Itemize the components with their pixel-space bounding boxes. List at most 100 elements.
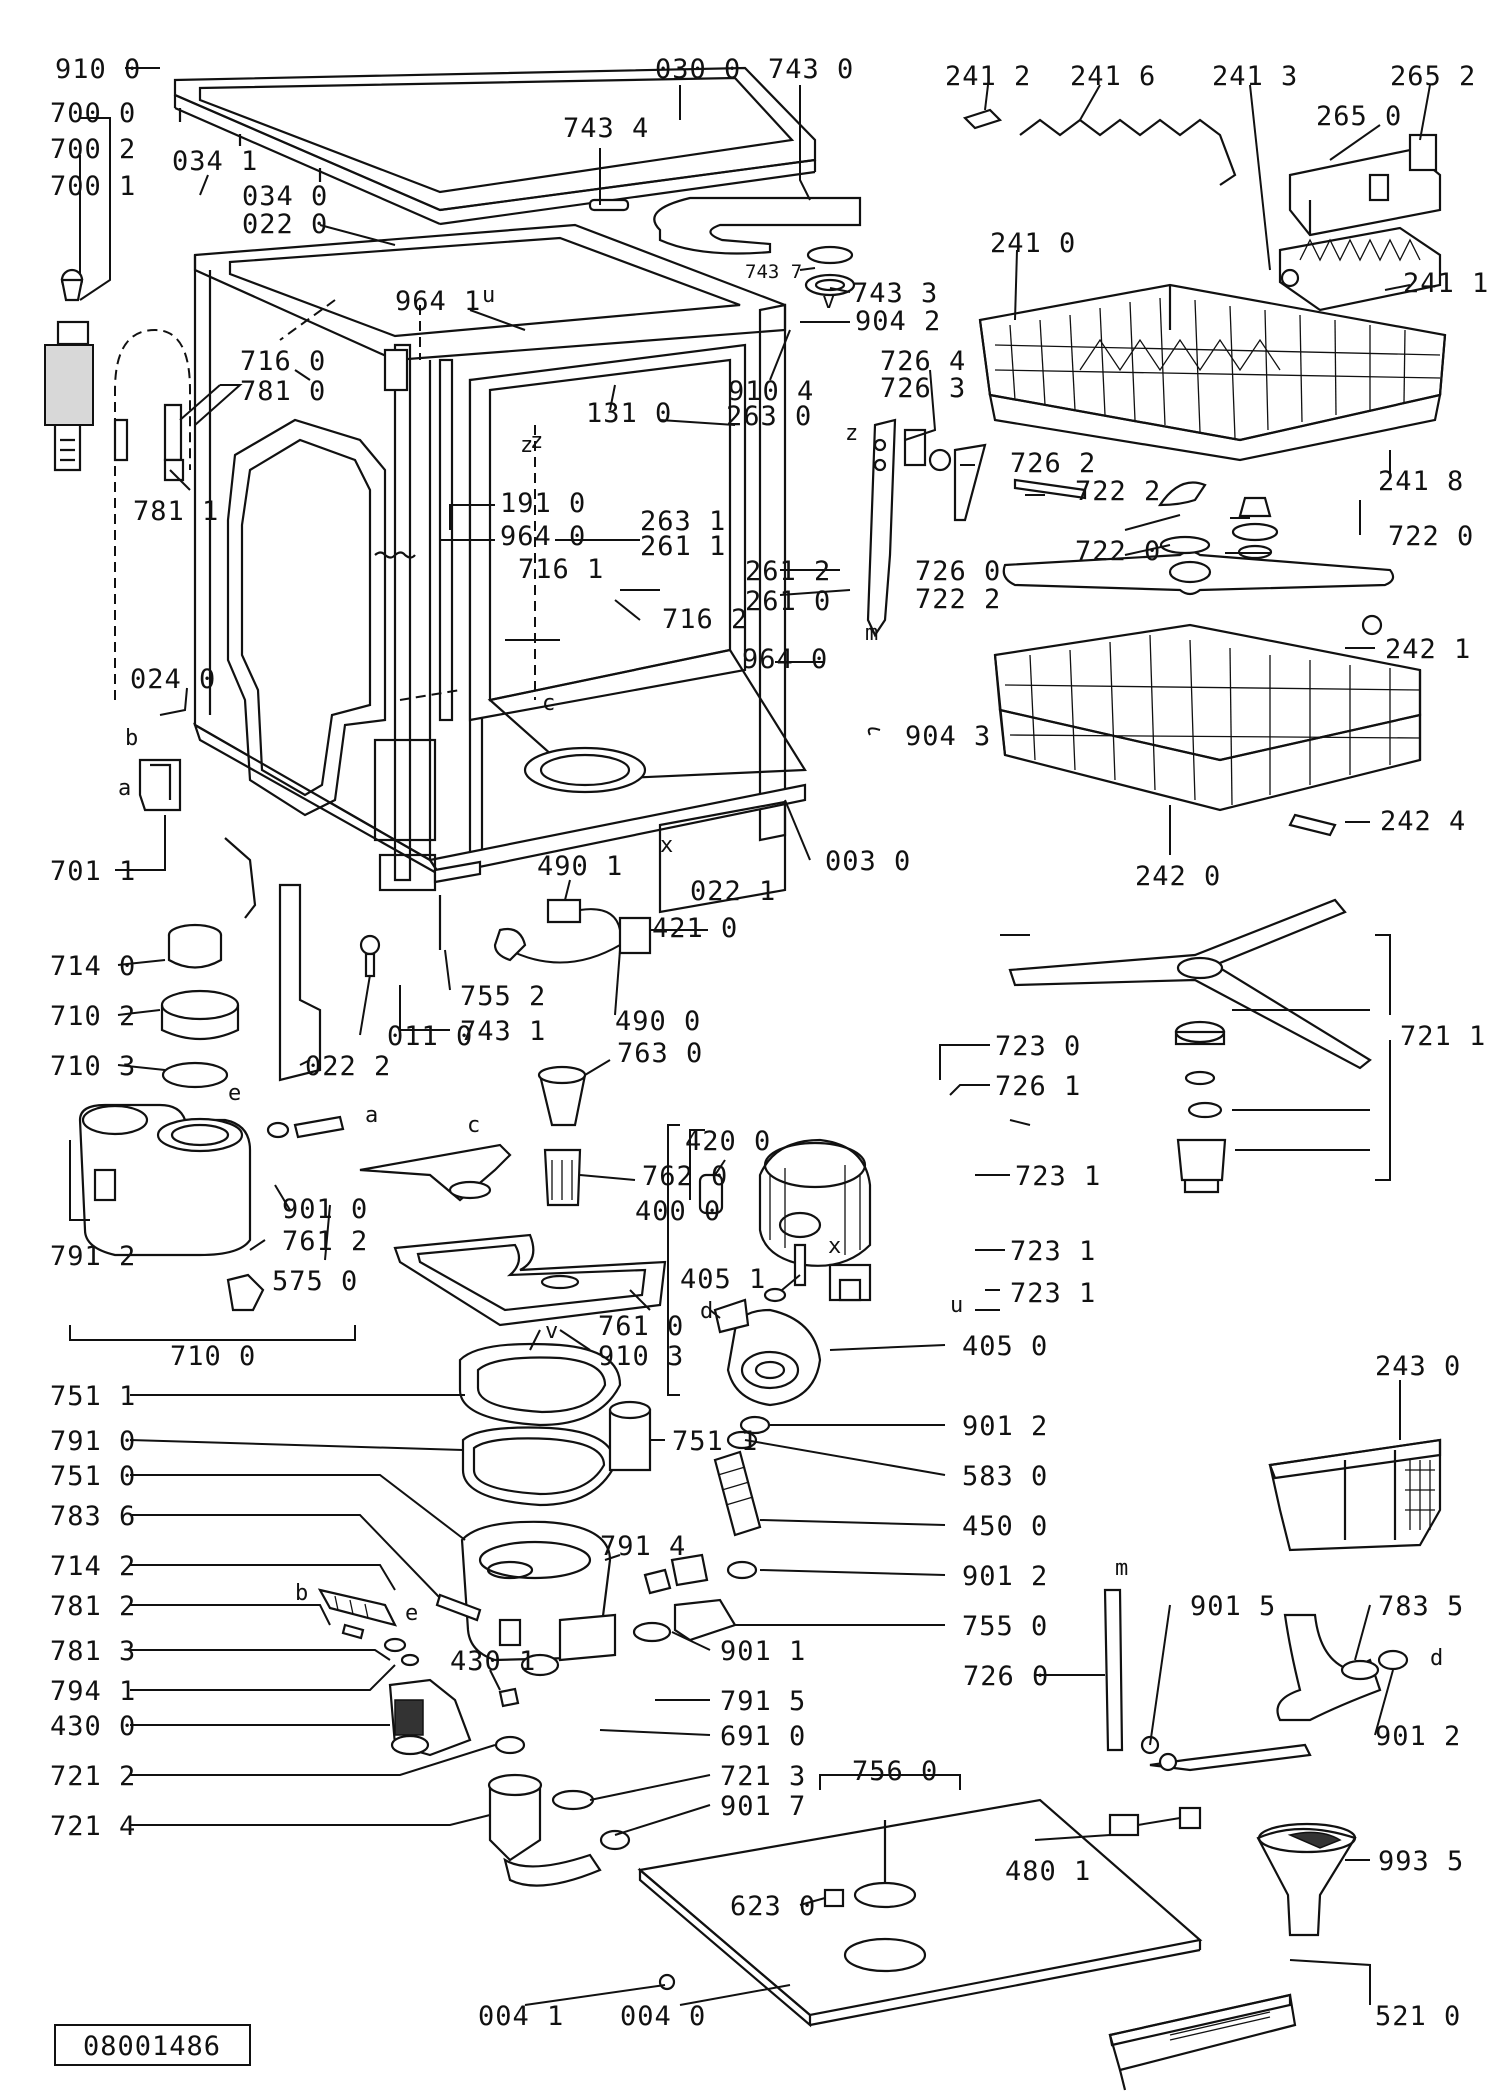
filter-assembly-drawing [537, 1065, 587, 1207]
part-label-901-7: 901 7 [720, 1791, 806, 1822]
sump-seals-drawing [458, 1342, 652, 1507]
part-label-904-2: 904 2 [855, 306, 941, 337]
circulation-pump-drawing [713, 1298, 822, 1435]
part-label-583-0: 583 0 [962, 1461, 1048, 1492]
screw-743-4-drawing [588, 198, 630, 212]
part-label-726-0a: 726 0 [915, 556, 1001, 587]
part-label-781-2: 781 2 [50, 1591, 136, 1622]
part-label-241-6: 241 6 [1070, 61, 1156, 92]
upper-spray-arm-drawing [1002, 478, 1395, 596]
connection-letter-d-right: d [1430, 1646, 1443, 1671]
part-label-004-0: 004 0 [620, 2001, 706, 2032]
part-label-716-1: 716 1 [518, 554, 604, 585]
part-label-241-0: 241 0 [990, 228, 1076, 259]
part-label-781-3: 781 3 [50, 1636, 136, 1667]
part-label-723-1c: 723 1 [1010, 1278, 1096, 1309]
part-label-710-2: 710 2 [50, 1001, 136, 1032]
part-illustrations [44, 66, 1447, 2091]
part-label-421-0: 421 0 [652, 913, 738, 944]
cabinet-drawing [193, 223, 807, 919]
connection-letter-u-upper: u [482, 283, 495, 308]
connection-letter-c-upper: c [542, 691, 555, 716]
connection-letter-a-left: a [118, 776, 131, 801]
connection-letter-e-lower: e [405, 1601, 418, 1626]
part-label-623-0: 623 0 [730, 1891, 816, 1922]
funnel-drawing [1256, 1822, 1357, 1937]
document-code-box: 08001486 [54, 2024, 251, 2066]
filter-tray-drawing [359, 1143, 667, 1327]
lower-basket-drawing [993, 614, 1422, 837]
part-label-791-2: 791 2 [50, 1241, 136, 1272]
pump-fittings-drawing [632, 1430, 762, 1643]
document-code: 08001486 [83, 2031, 221, 2062]
part-label-241-1: 241 1 [1403, 268, 1489, 299]
part-label-783-6: 783 6 [50, 1501, 136, 1532]
part-label-490-0: 490 0 [615, 1006, 701, 1037]
part-label-034-0: 034 0 [242, 181, 328, 212]
part-label-791-0: 791 0 [50, 1426, 136, 1457]
part-label-490-1: 490 1 [537, 851, 623, 882]
connection-letter-z-mid: z [520, 433, 533, 458]
part-label-700-2: 700 2 [50, 134, 136, 165]
part-label-904-3: 904 3 [905, 721, 991, 752]
part-label-022-2: 022 2 [305, 1051, 391, 1082]
misc-brackets-drawing [278, 860, 482, 1082]
part-label-755-0: 755 0 [962, 1611, 1048, 1642]
part-label-726-4: 726 4 [880, 346, 966, 377]
part-label-781-0: 781 0 [240, 376, 326, 407]
hinge-rod-drawing [1103, 1588, 1312, 1772]
part-label-691-0: 691 0 [720, 1721, 806, 1752]
part-label-030-0: 030 0 [655, 54, 741, 85]
part-label-964-0: 964 0 [500, 521, 586, 552]
connection-letter-b-lower: b [295, 1581, 308, 1606]
drain-hose-piece-drawing [317, 1588, 482, 1667]
part-label-261-1: 261 1 [640, 531, 726, 562]
worktop-drawing [173, 66, 817, 226]
part-label-716-2: 716 2 [662, 604, 748, 635]
part-label-242-1: 242 1 [1385, 634, 1471, 665]
part-label-263-1: 263 1 [640, 506, 726, 537]
sump-drawing [460, 1520, 617, 1677]
part-label-242-0: 242 0 [1135, 861, 1221, 892]
water-inlet-valve-drawing [44, 268, 94, 472]
wiring-harness-drawing [493, 898, 652, 964]
part-label-263-0: 263 0 [726, 401, 812, 432]
basket-clip-parts-drawing [962, 108, 1237, 186]
part-label-743-0: 743 0 [768, 54, 854, 85]
part-label-722-2a: 722 2 [1075, 476, 1161, 507]
part-label-901-1: 901 1 [720, 1636, 806, 1667]
connection-letter-a-right: a [365, 1103, 378, 1128]
part-label-575-0: 575 0 [272, 1266, 358, 1297]
part-label-450-0: 450 0 [962, 1511, 1048, 1542]
door-arm-drawing [866, 418, 987, 638]
part-label-791-4: 791 4 [600, 1531, 686, 1562]
part-label-710-0: 710 0 [170, 1341, 256, 1372]
part-label-241-3: 241 3 [1212, 61, 1298, 92]
door-seal-top-drawing [653, 196, 862, 297]
part-label-242-4: 242 4 [1380, 806, 1466, 837]
base-plate-drawing [637, 1798, 1203, 2028]
part-label-756-0: 756 0 [852, 1756, 938, 1787]
part-label-743-1: 743 1 [460, 1016, 546, 1047]
part-label-761-0: 761 0 [598, 1311, 684, 1342]
part-label-721-2: 721 2 [50, 1761, 136, 1792]
part-label-993-5: 993 5 [1378, 1846, 1464, 1877]
part-label-755-2: 755 2 [460, 981, 546, 1012]
part-label-265-0: 265 0 [1316, 101, 1402, 132]
connection-letter-u-lower: u [950, 1293, 963, 1318]
part-label-700-1: 700 1 [50, 171, 136, 202]
kick-panel-drawing [1108, 1993, 1297, 2091]
part-label-003-0: 003 0 [825, 846, 911, 877]
part-label-721-4: 721 4 [50, 1811, 136, 1842]
cup-rack-drawing [1278, 133, 1442, 312]
part-label-910-4: 910 4 [728, 376, 814, 407]
part-label-405-0: 405 0 [962, 1331, 1048, 1362]
part-label-763-0: 763 0 [617, 1038, 703, 1069]
part-label-781-1: 781 1 [133, 496, 219, 527]
part-label-243-0: 243 0 [1375, 1351, 1461, 1382]
part-label-420-0: 420 0 [685, 1126, 771, 1157]
part-label-191-0: 191 0 [500, 488, 586, 519]
